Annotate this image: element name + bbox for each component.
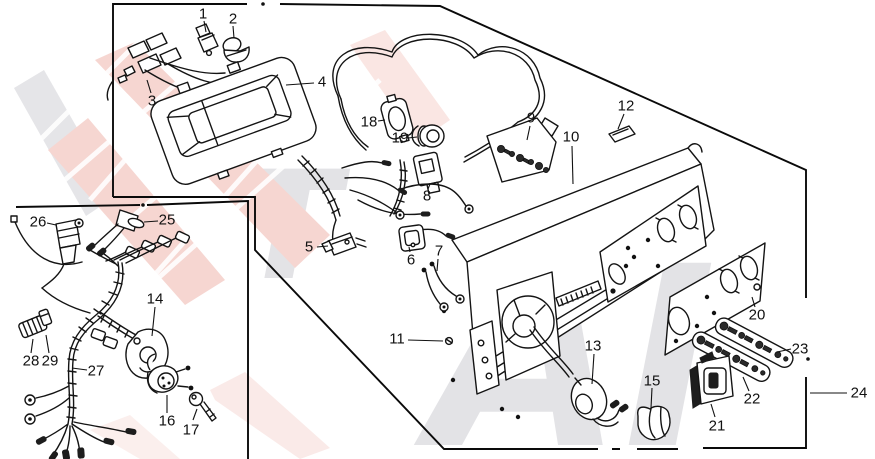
- part-label-14-contact-base-plate: 14: [147, 291, 164, 308]
- part-label-8-switch-unit: 8: [423, 188, 431, 205]
- leader-line-22: [742, 376, 750, 392]
- part-13-speedo-cable: [529, 326, 629, 427]
- leader-line-11: [407, 339, 444, 342]
- part-label-29-terminal-fitting: 29: [42, 353, 59, 370]
- part-26-flasher-relay: [10, 215, 84, 289]
- frame-dash-dot: [261, 2, 265, 6]
- part-label-20-meter-setting-plate: 20: [749, 307, 766, 324]
- leader-line-14: [151, 306, 156, 337]
- part-label-27-wire-harness: 27: [88, 363, 105, 380]
- part-label-2-bulb-socket-round: 2: [229, 11, 237, 28]
- part-label-23-screw-set-upper: 23: [792, 341, 809, 358]
- leader-line-9: [526, 125, 531, 141]
- frame-dash-dot: [806, 357, 810, 361]
- leader-line-26: [46, 222, 57, 226]
- part-label-7-wire-terminals: 7: [435, 243, 443, 260]
- part-label-9-screw-plate: 9: [527, 110, 535, 127]
- part-29-terminal-fitting: [38, 308, 53, 327]
- watermark-pink-band: [210, 372, 330, 459]
- part-8-switch: [412, 151, 443, 195]
- leader-line-12: [617, 113, 625, 130]
- part-label-22-screw-set-lower: 22: [744, 391, 761, 408]
- part-label-17-key: 17: [183, 422, 200, 439]
- part-label-5-connector-bracket: 5: [305, 239, 313, 256]
- leader-line-27: [71, 367, 88, 371]
- leader-line-20: [751, 296, 756, 308]
- part-28-multi-connector: [18, 314, 48, 339]
- leader-line-13: [591, 353, 595, 385]
- part-label-1-bulb-socket-small: 1: [199, 6, 207, 23]
- part-10-dashboard-panel: [441, 143, 715, 420]
- part-20-meter-setting-plate: [664, 242, 766, 356]
- part-label-28-multi-connector: 28: [23, 353, 40, 370]
- part-label-3-wire-connectors: 3: [148, 93, 156, 110]
- leader-line-7: [436, 258, 439, 272]
- part-1-bulb-socket: [195, 23, 219, 57]
- watermark-pink-band: [90, 415, 180, 459]
- leader-line-29: [45, 334, 50, 354]
- leader-line-5: [316, 245, 329, 248]
- part-23-screw-set: [714, 317, 794, 369]
- part-22-screw-set: [691, 331, 771, 383]
- part-7-wire-terminals: [421, 261, 465, 312]
- frame-dash-dot: [141, 203, 145, 207]
- leader-line-6: [408, 246, 411, 253]
- main-view-frame: [112, 2, 810, 450]
- inset-connector-row: [105, 230, 191, 264]
- part-9-screw-plate: [486, 117, 557, 183]
- part-25-connector-cylinder: [85, 209, 145, 257]
- watermark-pink-band: [350, 30, 450, 142]
- part-label-12-panel-clip: 12: [618, 98, 635, 115]
- part-11-mount-screw: [444, 336, 454, 346]
- leader-line-25: [143, 220, 159, 223]
- part-label-25-connector-cylinder: 25: [159, 212, 176, 229]
- leader-line-4: [285, 82, 315, 86]
- part-12-panel-clip: [608, 125, 636, 143]
- part-label-16-ignition-switch: 16: [159, 413, 176, 430]
- leader-line-15: [650, 387, 653, 409]
- part-5-connector-bracket: [321, 232, 367, 256]
- part-label-15-rubber-knob: 15: [644, 373, 661, 390]
- part-16-ignition-switch: [146, 353, 194, 394]
- part-27-wire-harness-trunk: [41, 249, 125, 425]
- part-4-meter-case: [150, 56, 341, 221]
- leader-line-3: [146, 79, 152, 94]
- leader-line-28: [30, 338, 34, 354]
- part-6-rubber-cushion: [398, 224, 426, 252]
- leader-line-1: [203, 20, 207, 33]
- harness-branch-wires: [331, 160, 474, 243]
- leader-line-23: [776, 348, 792, 353]
- inset-view-frame: [15, 200, 249, 459]
- leader-line-19: [407, 136, 418, 139]
- part-label-24-panel-assembly-frame: 24: [851, 385, 868, 402]
- leader-line-10: [571, 145, 574, 185]
- part-label-19-bulb-socket-large: 19: [392, 130, 409, 147]
- leader-line-18: [377, 119, 386, 122]
- part-label-10-dashboard-panel: 10: [563, 129, 580, 146]
- part-label-6-rubber-cushion: 6: [407, 252, 415, 269]
- leader-line-8: [427, 183, 431, 190]
- part-label-11-mount-screw: 11: [389, 331, 405, 348]
- part-label-26-flasher-relay: 26: [30, 214, 47, 231]
- leader-line-17: [192, 408, 198, 421]
- part-15-rubber-knob: [637, 405, 671, 441]
- part-17-key: [188, 391, 217, 422]
- part-21-panel-switch: [689, 351, 734, 409]
- leader-line-21: [710, 403, 716, 418]
- part-label-4-meter-case: 4: [318, 74, 326, 91]
- part-3-wire-connectors: [106, 32, 236, 101]
- part-label-18-socket-gasket: 18: [361, 114, 378, 131]
- part-19-bulb-socket: [411, 124, 445, 148]
- part-label-21-panel-switch: 21: [709, 418, 726, 435]
- part-label-13-speedometer-cable-grommet: 13: [585, 338, 602, 355]
- harness-end-wires: [24, 385, 137, 459]
- part-2-bulb-socket: [222, 37, 250, 63]
- leader-line-2: [232, 25, 235, 39]
